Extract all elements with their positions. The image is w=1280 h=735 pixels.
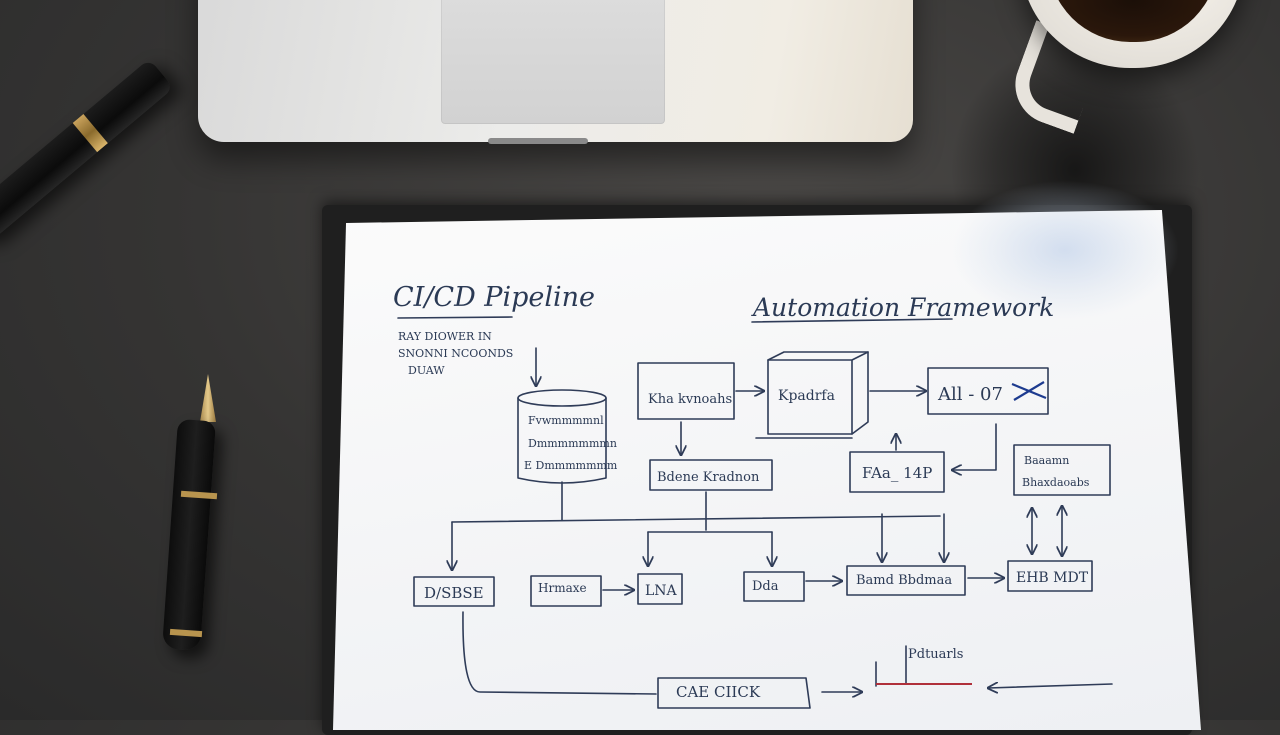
left-title: CI/CD Pipeline [393,282,595,313]
laptop [198,0,913,144]
db-line-3: E Dmmmmmmm [524,459,618,472]
light-glare [950,180,1180,320]
laptop-hinge-notch [488,138,588,144]
bamd-box-label: Bamd Bbdmaa [856,573,952,588]
note-line-1: RAY DIOWER IN [398,330,492,343]
ka-box-label: Kha kvnoahs [648,392,732,407]
bottom-box-label: CAE CIICK [676,683,761,701]
ehb-box [1007,560,1093,592]
right-stack-line-2: Bhaxdaoabs [1022,476,1090,489]
db-line-2: Dmmmmmmmn [528,437,617,450]
faa-box [849,451,945,493]
desk-scene: CI/CD Pipeline Automation Framework RAY … [0,0,1245,735]
lna-box [637,573,683,605]
bdene-box-label: Bdene Kradnon [657,470,760,485]
dda-box-label: Dda [752,579,779,594]
db-line-1: Fvwmmmmnl [528,414,604,427]
laptop-trackpad [441,0,665,124]
ehb-box-label: EHB MDT [1016,570,1089,586]
hrawe-box-label: Hrmaxe [538,581,587,595]
all-box [927,367,1049,415]
bottom-note: Pdtuarls [908,647,963,662]
note-line-3: DUAW [408,364,445,377]
database-cylinder: Fvwmmmmnl Dmmmmmmmn E Dmmmmmmm [517,347,618,484]
dsse-box [413,576,495,607]
bdene-box [649,459,773,491]
right-title: Automation Framework [751,293,1054,322]
bottom-box [657,677,811,709]
ka-box [637,362,735,420]
hrawe-box [530,575,602,607]
server-box-label: Kpadrfa [778,388,835,404]
lna-box-label: LNA [645,583,678,599]
note-line-2: SNONNI NCOONDS [398,347,513,360]
dsse-box-label: D/SBSE [424,584,484,602]
right-stack-box [1013,444,1111,496]
right-title-underline [751,318,953,323]
faa-box-label: FAa_ 14P [862,464,932,482]
hand-drawn-diagram: CI/CD Pipeline Automation Framework RAY … [393,282,1113,709]
left-title-underline [397,316,513,319]
all-box-label: All - 07 [937,384,1003,405]
dda-box [743,571,805,602]
server-box: Kpadrfa [755,351,869,439]
bamd-box [846,565,966,596]
right-stack-line-1: Baaamn [1024,454,1069,467]
